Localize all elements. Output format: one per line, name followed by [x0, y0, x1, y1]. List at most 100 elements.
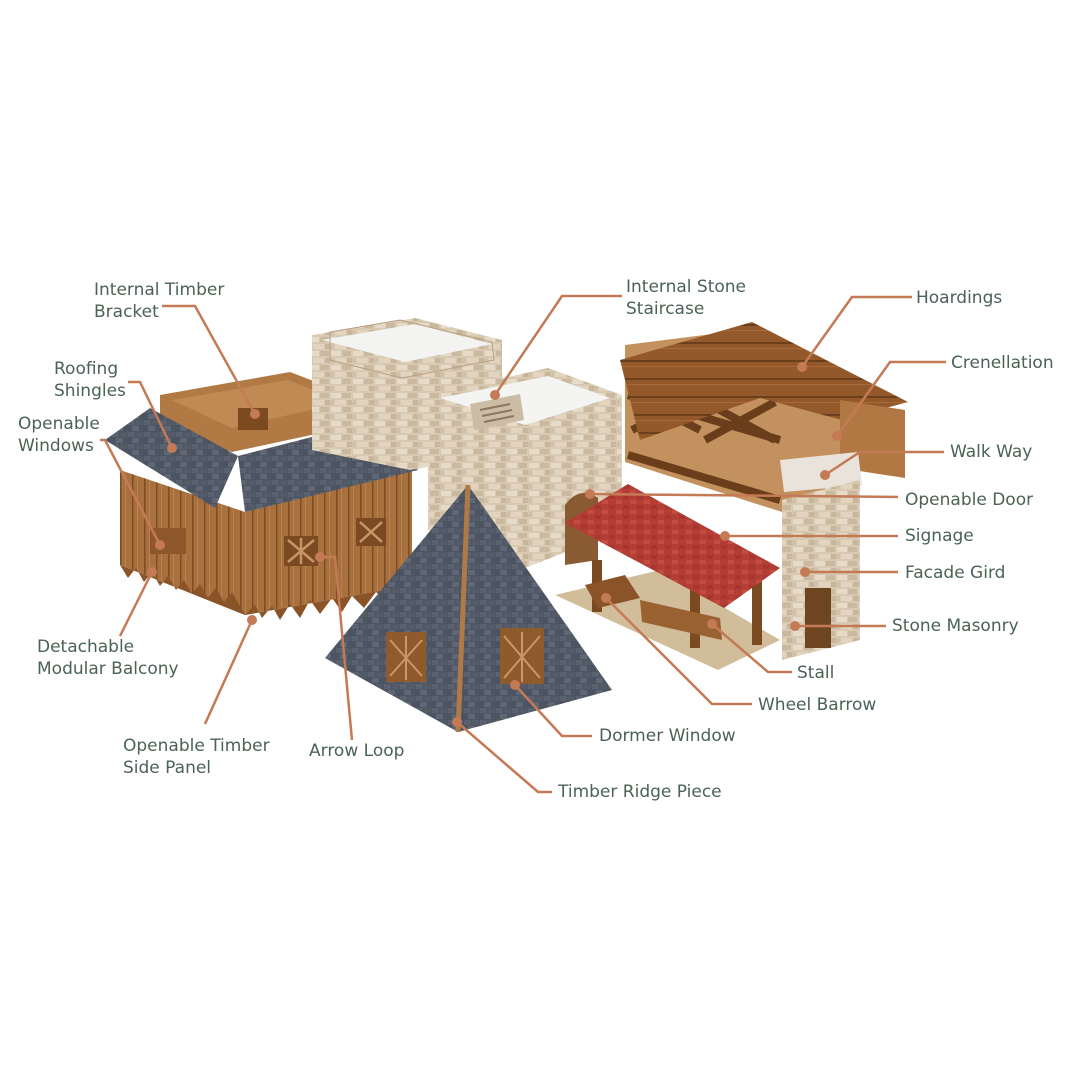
label-walk-way: Walk Way	[950, 441, 1032, 463]
lattice-window-icon	[356, 518, 386, 546]
label-openable-door: Openable Door	[905, 489, 1033, 511]
label-line: Openable Timber	[123, 736, 270, 756]
leader-wheel-barrow	[605, 597, 752, 706]
openable-window-shutter	[150, 528, 186, 554]
leader-dot	[250, 409, 260, 419]
timber-house-right-wall	[245, 470, 412, 615]
label-line: Hoardings	[916, 288, 1003, 308]
leader-dot	[832, 431, 842, 441]
label-line: Wheel Barrow	[758, 695, 877, 715]
timber-ridge	[455, 484, 471, 733]
label-line: Stone Masonry	[892, 616, 1019, 636]
leader-dot	[510, 680, 520, 690]
label-line: Facade Gird	[905, 563, 1006, 583]
label-line: Roofing	[54, 359, 119, 379]
leader-walk-way	[824, 450, 944, 477]
leader-dot	[147, 567, 157, 577]
hoarding-roof	[620, 322, 908, 440]
leader-dot	[167, 443, 177, 453]
pyramid-left-face	[325, 485, 468, 732]
dormer-window-icon	[500, 628, 544, 684]
label-line: Arrow Loop	[309, 741, 405, 761]
lattice-window-icon	[284, 536, 318, 566]
internal-bracket	[238, 408, 268, 430]
leader-dot	[490, 390, 500, 400]
leader-dot	[800, 567, 810, 577]
leader-timber-ridge-piece	[456, 721, 552, 794]
leader-openable-timber-side-panel	[203, 619, 254, 725]
leader-dot	[155, 540, 165, 550]
label-line: Timber Ridge Piece	[558, 782, 722, 802]
leader-dot	[797, 362, 807, 372]
leader-dot	[720, 531, 730, 541]
label-detachable-modular-balcony: Detachable Modular Balcony	[37, 636, 179, 680]
timber-house-left-roof	[105, 408, 238, 508]
leader-dot	[707, 619, 717, 629]
label-arrow-loop: Arrow Loop	[309, 740, 404, 762]
dormer-window-icon	[386, 632, 426, 682]
leader-dot	[790, 621, 800, 631]
leader-dot	[585, 489, 595, 499]
label-line: Windows	[18, 436, 94, 456]
label-wheel-barrow: Wheel Barrow	[758, 694, 876, 716]
pyramid-right-face	[458, 485, 612, 732]
label-hoardings: Hoardings	[916, 287, 1002, 309]
red-tiled-roof	[565, 484, 780, 608]
label-timber-ridge-piece: Timber Ridge Piece	[558, 781, 722, 803]
label-stone-masonry: Stone Masonry	[892, 615, 1019, 637]
timber-frame-tower	[620, 322, 908, 660]
leader-dot	[601, 593, 611, 603]
leader-roofing-shingles	[128, 380, 174, 449]
leader-hoardings	[800, 295, 912, 368]
wheel-barrow-shape	[585, 575, 640, 608]
label-openable-timber-side-panel: Openable Timber Side Panel	[123, 735, 270, 779]
label-line: Shingles	[54, 381, 126, 401]
timber-house	[105, 372, 418, 620]
label-facade-gird: Facade Gird	[905, 562, 1005, 584]
label-line: Dormer Window	[599, 726, 736, 746]
leader-dot	[452, 717, 462, 727]
leader-endpoints	[147, 362, 842, 727]
timber-house-interior	[172, 380, 345, 428]
stone-masonry-wall	[782, 480, 860, 660]
leader-crenellation	[835, 360, 946, 437]
label-line: Openable Door	[905, 490, 1034, 510]
label-line: Internal Timber	[94, 280, 225, 300]
leader-dot	[315, 552, 325, 562]
leader-internal-timber-bracket	[162, 304, 257, 415]
leader-detachable-modular-balcony	[118, 571, 154, 637]
label-internal-stone-staircase: Internal Stone Staircase	[626, 276, 746, 320]
label-line: Detachable	[37, 637, 135, 657]
label-line: Internal Stone	[626, 277, 747, 297]
leader-dot	[247, 615, 257, 625]
label-line: Modular Balcony	[37, 659, 179, 679]
leader-dot	[820, 470, 830, 480]
leader-openable-door	[589, 492, 899, 499]
label-line: Staircase	[626, 299, 705, 319]
label-line: Crenellation	[951, 353, 1054, 373]
openable-timber-side-panel-teeth	[120, 565, 412, 620]
stall-bench	[640, 600, 722, 640]
label-openable-windows: Openable Windows	[18, 413, 100, 457]
leader-stall	[711, 623, 792, 674]
pyramid-roof	[325, 484, 612, 733]
leader-dormer-window	[514, 684, 592, 738]
label-signage: Signage	[905, 525, 974, 547]
label-stall: Stall	[797, 662, 834, 684]
tower-door	[805, 588, 831, 648]
label-line: Bracket	[94, 302, 159, 322]
leader-openable-windows	[100, 438, 162, 546]
label-internal-timber-bracket: Internal Timber Bracket	[94, 279, 224, 323]
label-roofing-shingles: Roofing Shingles	[54, 358, 126, 402]
label-line: Walk Way	[950, 442, 1033, 462]
label-line: Openable	[18, 414, 100, 434]
label-crenellation: Crenellation	[951, 352, 1054, 374]
label-dormer-window: Dormer Window	[599, 725, 736, 747]
label-line: Signage	[905, 526, 974, 546]
label-line: Stall	[797, 663, 835, 683]
leader-internal-stone-staircase	[493, 294, 622, 396]
market-stall	[555, 484, 780, 670]
leader-lines	[100, 294, 946, 794]
